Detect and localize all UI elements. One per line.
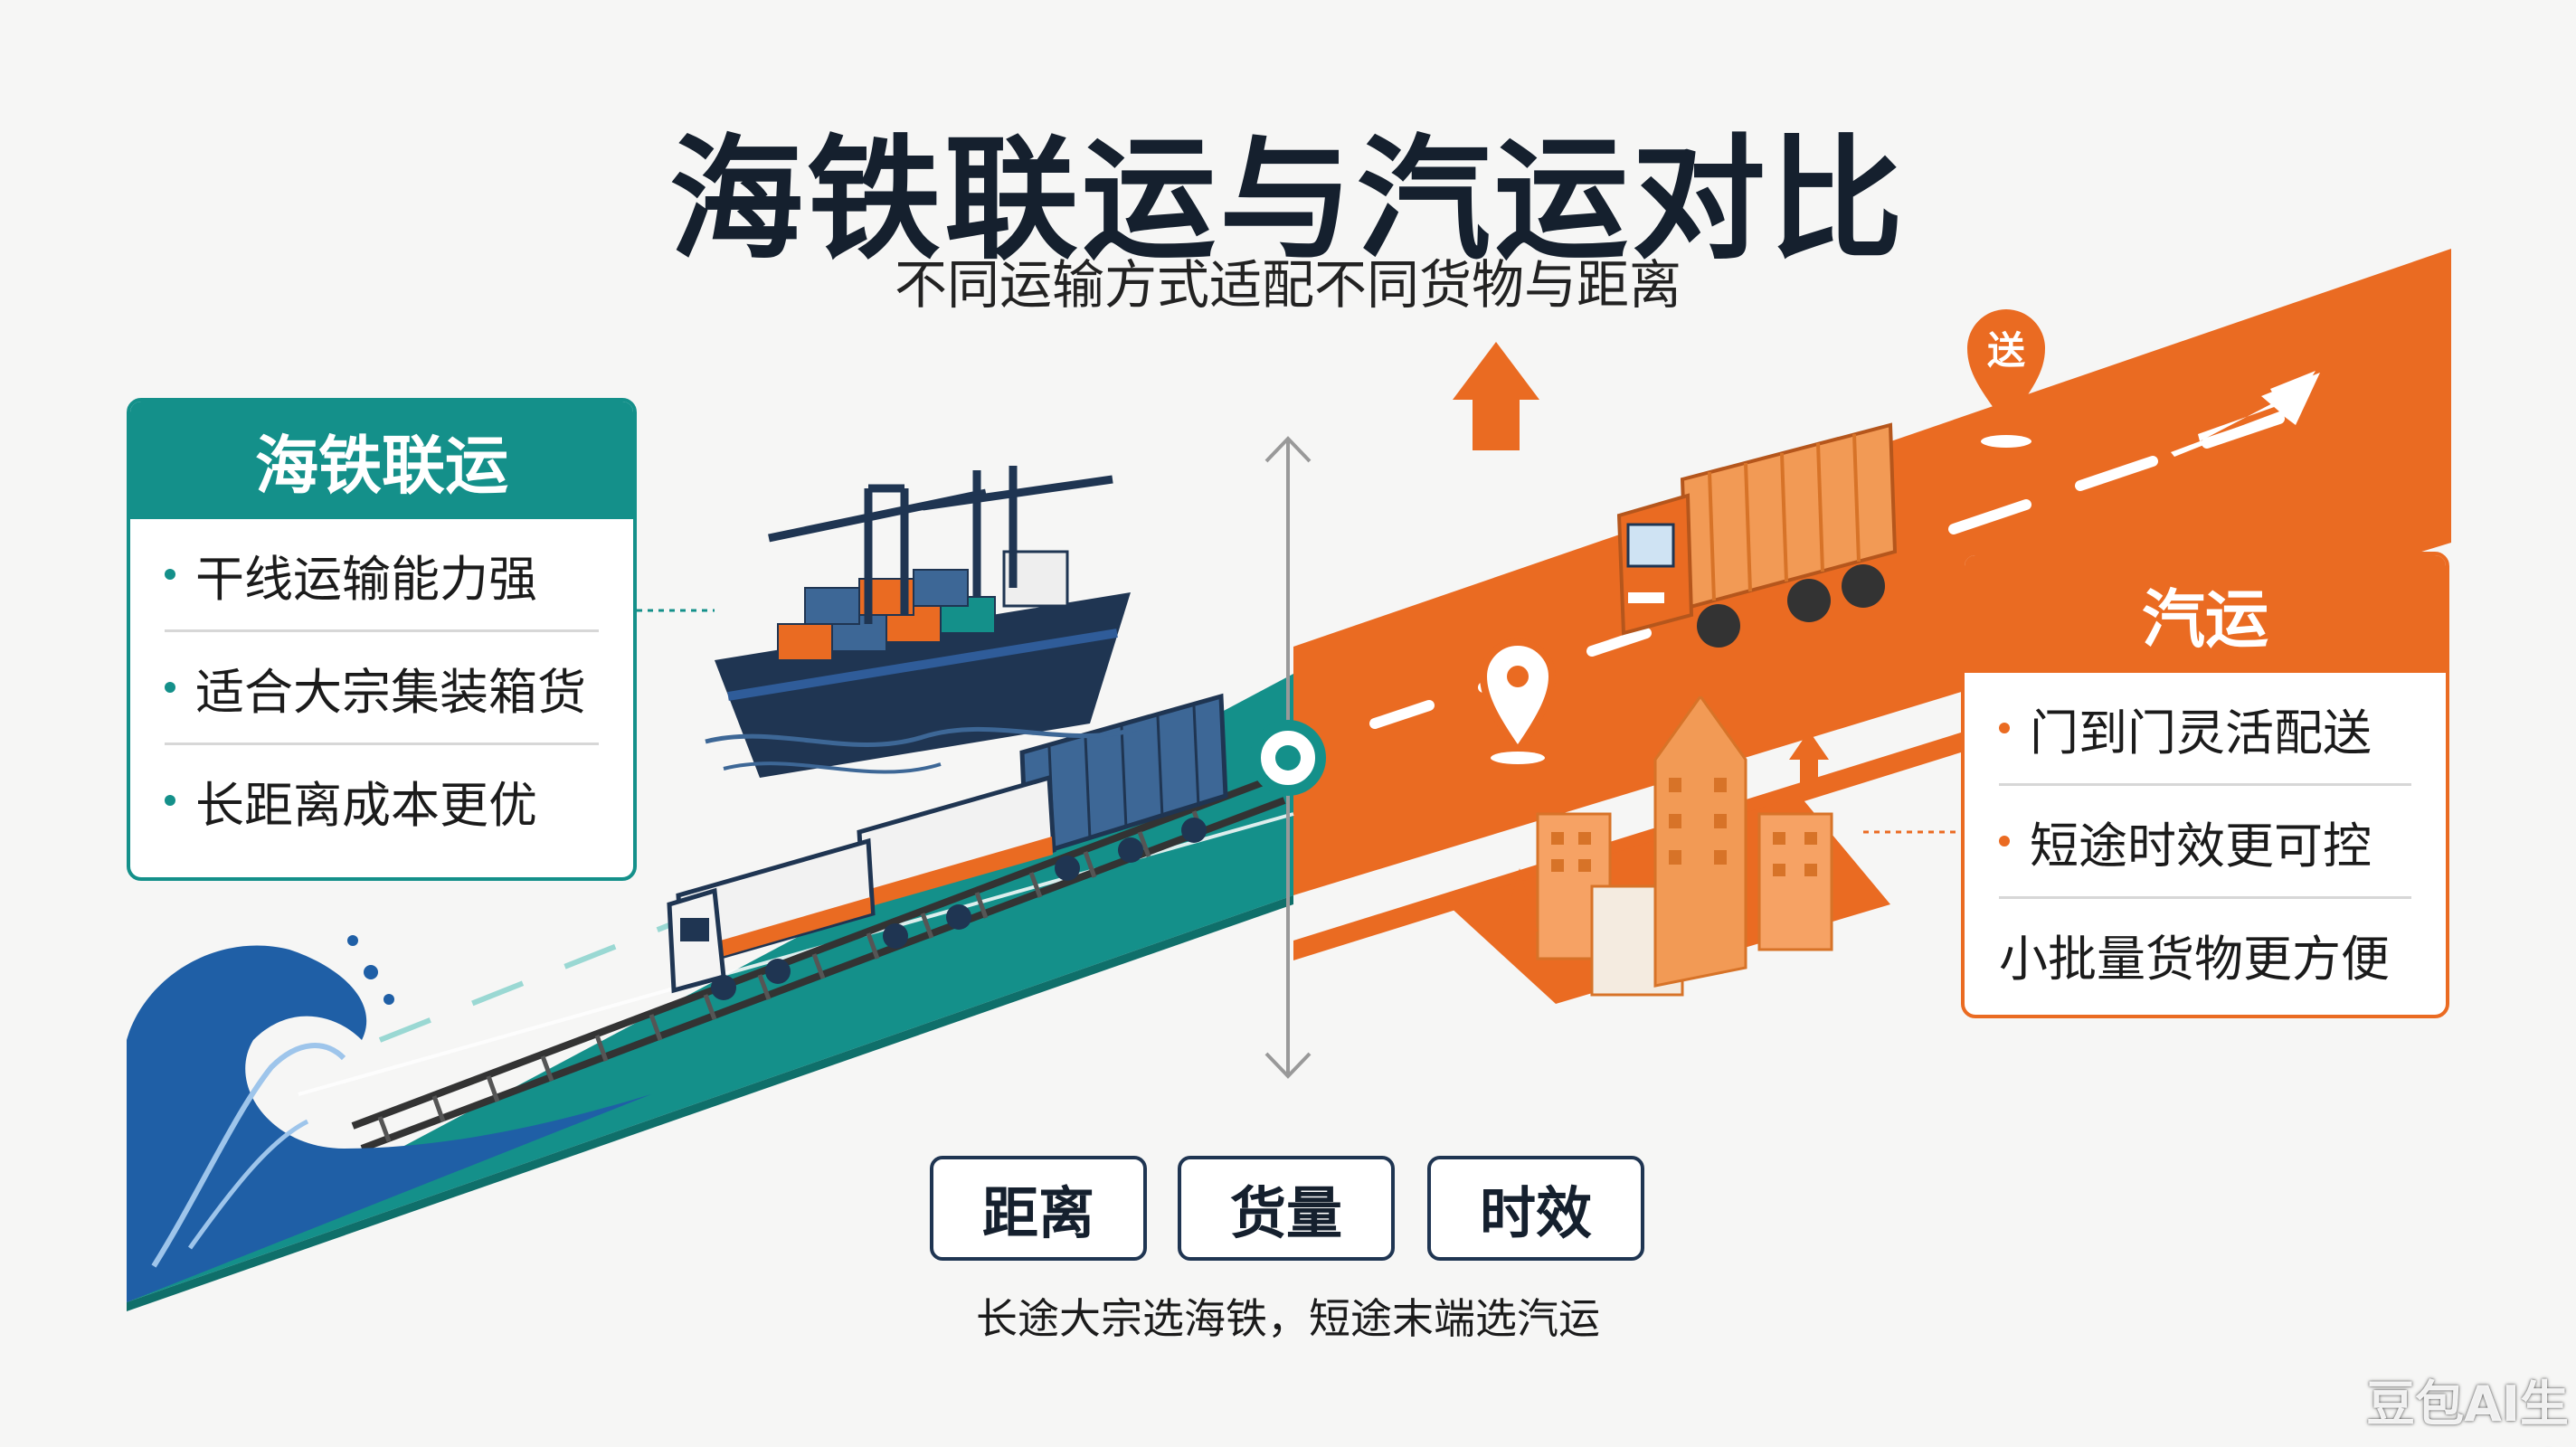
bullet-dot-icon <box>165 682 175 693</box>
road-point: 短途时效更可控 <box>1999 786 2411 899</box>
bullet-dot-icon <box>1999 723 2010 733</box>
port-crane-icon <box>768 466 1113 624</box>
page-subtitle: 不同运输方式适配不同货物与距离 <box>894 254 1681 316</box>
road-point-text: 小批量货物更方便 <box>1999 930 2390 988</box>
road-points: 门到门灵活配送 短途时效更可控 小批量货物更方便 <box>1965 673 2446 1009</box>
cargo-truck-icon <box>1616 422 1898 648</box>
delivery-pin-icon: 送 <box>1967 309 2045 448</box>
sea-rail-point: 适合大宗集装箱货 <box>165 632 599 745</box>
center-divider <box>1250 436 1326 1079</box>
location-pin-icon <box>1479 638 1557 764</box>
sea-rail-point-text: 干线运输能力强 <box>195 550 537 608</box>
factor-chip-distance: 距离 <box>930 1156 1147 1261</box>
sea-rail-point-text: 适合大宗集装箱货 <box>195 663 586 721</box>
factor-chip-timeliness: 时效 <box>1427 1156 1644 1261</box>
sea-rail-card: 海铁联运 干线运输能力强 适合大宗集装箱货 长距离成本更优 <box>127 398 637 881</box>
road-point-text: 短途时效更可控 <box>2030 817 2372 875</box>
road-point: 小批量货物更方便 <box>1999 899 2411 1009</box>
bullet-dot-icon <box>1999 836 2010 846</box>
page-title: 海铁联运与汽运对比 <box>669 122 1907 278</box>
small-up-arrow-icon <box>1789 731 1829 787</box>
delivery-pin-label: 送 <box>1987 328 2025 373</box>
sea-rail-point: 长距离成本更优 <box>165 745 599 856</box>
road-point-text: 门到门灵活配送 <box>2030 704 2372 761</box>
road-card: 汽运 门到门灵活配送 短途时效更可控 小批量货物更方便 <box>1961 552 2449 1018</box>
big-right-arrow-icon <box>2171 373 2320 457</box>
up-arrow-icon <box>1453 342 1539 450</box>
city-buildings-icon <box>1447 687 1890 1004</box>
road-point: 门到门灵活配送 <box>1999 673 2411 786</box>
sea-rail-heading: 海铁联运 <box>130 402 633 519</box>
watermark: 豆包AI生成 <box>2366 1376 2569 1433</box>
cargo-ship-icon <box>705 550 1141 778</box>
freight-train-icon <box>667 693 1228 1000</box>
wave-icon <box>127 935 651 1302</box>
sea-rail-point-text: 长距离成本更优 <box>195 776 537 834</box>
factor-chip-volume: 货量 <box>1178 1156 1395 1261</box>
bullet-dot-icon <box>165 569 175 580</box>
summary-text: 长途大宗选海铁，短途末端选汽运 <box>976 1294 1600 1343</box>
sea-rail-point: 干线运输能力强 <box>165 519 599 632</box>
bullet-dot-icon <box>165 795 175 806</box>
road-heading: 汽运 <box>1965 555 2446 673</box>
sea-rail-points: 干线运输能力强 适合大宗集装箱货 长距离成本更优 <box>130 519 633 856</box>
